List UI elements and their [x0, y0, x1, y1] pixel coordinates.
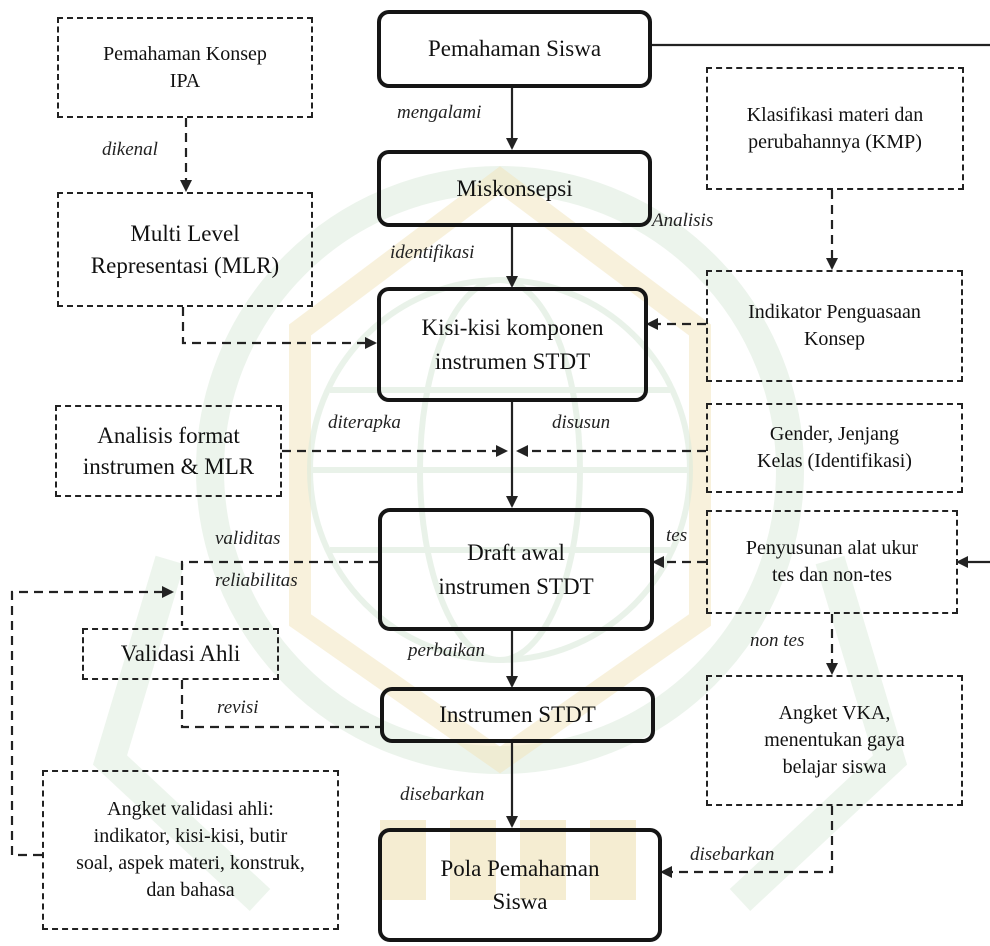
box-gender-jenjang: Gender, Jenjang Kelas (Identifikasi) [706, 403, 963, 493]
edge-angket-loop [10, 586, 174, 857]
box-miskonsepsi: Miskonsepsi [377, 150, 652, 227]
box-penyusunan-alat-text: Penyusunan alat ukur tes dan non-tes [745, 537, 919, 586]
box-instrumen-stdt: Instrumen STDT [380, 687, 655, 743]
box-analisis-format-text: Analisis format instrumen & MLR [82, 422, 255, 479]
edge-validitas [180, 560, 378, 626]
box-validasi-ahli: Validasi Ahli [82, 628, 279, 680]
edge-revisi [180, 680, 380, 729]
box-pemahaman-siswa: Pemahaman Siswa [377, 10, 652, 88]
box-indikator-penguasaan-text: Indikator Penguasaan Konsep [748, 301, 921, 350]
label-reliabilitas: reliabilitas [215, 570, 298, 591]
label-tes: tes [666, 525, 688, 546]
box-pemahaman-konsep-ipa-text: Pemahaman Konsep IPA [103, 42, 267, 92]
box-angket-vka-text: Angket VKA, menentukan gaya belajar sisw… [764, 702, 905, 778]
label-disusun: disusun [552, 412, 611, 433]
box-kisi-kisi: Kisi-kisi komponen instrumen STDT [377, 287, 648, 402]
label-diterapka: diterapka [328, 412, 401, 433]
box-multi-level-text: Multi Level Representasi (MLR) [90, 221, 280, 278]
box-klasifikasi-materi-text: Klasifikasi materi dan perubahannya (KMP… [746, 103, 924, 153]
label-non-tes: non tes [750, 630, 805, 651]
edge-disebarkan-right [660, 806, 834, 878]
box-instrumen-stdt-text: Instrumen STDT [439, 702, 596, 728]
box-validasi-ahli-text: Validasi Ahli [120, 641, 241, 667]
label-disebarkan-right: disebarkan [690, 844, 775, 865]
box-miskonsepsi-text: Miskonsepsi [456, 175, 573, 201]
box-angket-validasi: Angket validasi ahli: indikator, kisi-ki… [42, 770, 339, 930]
box-pola-pemahaman-text: Pola Pemahaman Siswa [440, 855, 600, 914]
box-indikator-penguasaan: Indikator Penguasaan Konsep [706, 270, 963, 382]
box-draft-awal-text: Draft awal instrumen STDT [438, 540, 594, 599]
box-angket-validasi-text: Angket validasi ahli: indikator, kisi-ki… [76, 798, 305, 901]
box-multi-level: Multi Level Representasi (MLR) [57, 192, 313, 307]
box-gender-jenjang-text: Gender, Jenjang Kelas (Identifikasi) [757, 423, 912, 472]
box-pemahaman-siswa-text: Pemahaman Siswa [427, 36, 602, 62]
label-validitas: validitas [215, 528, 281, 549]
box-pola-pemahaman: Pola Pemahaman Siswa [378, 828, 662, 942]
label-mengalami: mengalami [397, 102, 482, 123]
label-revisi: revisi [217, 697, 259, 718]
label-dikenal: dikenal [102, 139, 158, 160]
box-pemahaman-konsep-ipa: Pemahaman Konsep IPA [57, 17, 313, 118]
box-draft-awal: Draft awal instrumen STDT [378, 508, 654, 631]
label-analisis: Analisis [652, 210, 714, 231]
box-angket-vka: Angket VKA, menentukan gaya belajar sisw… [706, 675, 963, 806]
edge-mlr-to-kisi [181, 307, 377, 349]
label-perbaikan: perbaikan [408, 640, 486, 661]
box-klasifikasi-materi: Klasifikasi materi dan perubahannya (KMP… [706, 67, 964, 190]
box-penyusunan-alat: Penyusunan alat ukur tes dan non-tes [706, 510, 958, 614]
label-disebarkan-center: disebarkan [400, 784, 485, 805]
box-analisis-format: Analisis format instrumen & MLR [55, 405, 282, 497]
box-kisi-kisi-text: Kisi-kisi komponen instrumen STDT [421, 315, 604, 374]
label-identifikasi: identifikasi [390, 242, 475, 263]
